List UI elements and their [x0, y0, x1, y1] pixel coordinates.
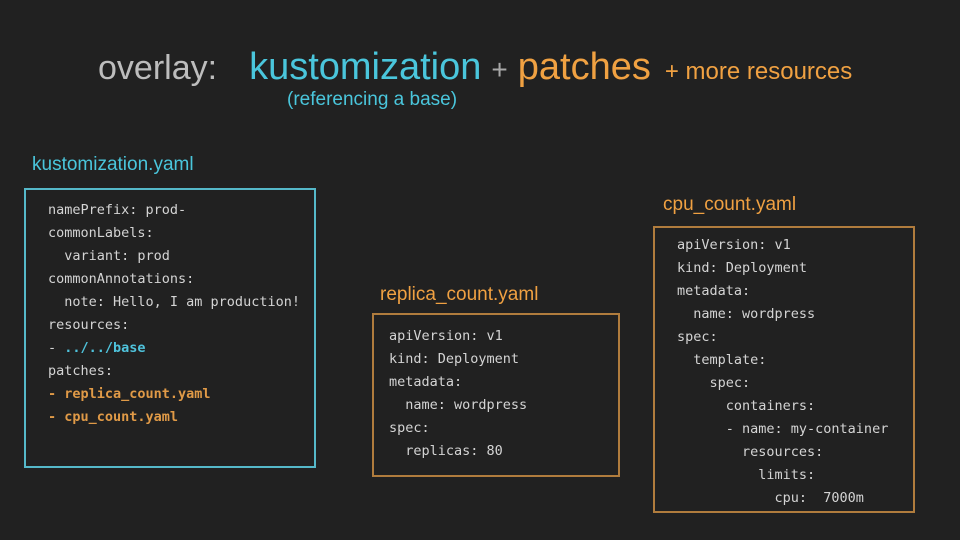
- title-patches-text: patches: [517, 46, 651, 88]
- code-segment: ../../base: [64, 340, 146, 356]
- code-segment: apiVersion: v1: [389, 328, 503, 344]
- code-line: spec:: [389, 417, 618, 440]
- slide-title: overlay: kustomization + patches + more …: [98, 46, 852, 89]
- code-segment: apiVersion: v1: [677, 237, 791, 253]
- label-kustomization-yaml: kustomization.yaml: [32, 154, 194, 175]
- code-segment: resources:: [48, 317, 130, 333]
- code-line: - ../../base: [48, 337, 314, 360]
- code-segment: kind: Deployment: [677, 260, 808, 276]
- code-block-kustomization: namePrefix: prod-commonLabels: variant: …: [26, 190, 314, 429]
- code-segment: spec:: [677, 329, 718, 345]
- code-line: resources:: [677, 441, 913, 464]
- code-line: patches:: [48, 360, 314, 383]
- code-segment: metadata:: [677, 283, 751, 299]
- title-kustomization-text: kustomization: [249, 46, 482, 88]
- code-line: metadata:: [389, 371, 618, 394]
- code-line: resources:: [48, 314, 314, 337]
- code-line: commonAnnotations:: [48, 268, 314, 291]
- code-segment: replicas: 80: [389, 443, 503, 459]
- code-line: note: Hello, I am production!: [48, 291, 314, 314]
- code-segment: name: wordpress: [389, 397, 528, 413]
- code-line: apiVersion: v1: [389, 325, 618, 348]
- code-segment: note: Hello, I am production!: [48, 294, 300, 310]
- code-line: containers:: [677, 395, 913, 418]
- title-more-resources-text: + more resources: [664, 58, 853, 85]
- code-line: kind: Deployment: [677, 257, 913, 280]
- code-line: spec:: [677, 326, 913, 349]
- yaml-box-kustomization: namePrefix: prod-commonLabels: variant: …: [24, 188, 316, 468]
- code-segment: patches:: [48, 363, 114, 379]
- code-segment: - replica_count.yaml: [48, 386, 211, 402]
- code-segment: - cpu_count.yaml: [48, 409, 179, 425]
- code-line: limits:: [677, 464, 913, 487]
- code-line: kind: Deployment: [389, 348, 618, 371]
- code-segment: template:: [677, 352, 767, 368]
- code-segment: limits:: [677, 467, 816, 483]
- code-segment: resources:: [677, 444, 824, 460]
- code-segment: cpu: 7000m: [677, 490, 864, 506]
- code-segment: spec:: [389, 420, 430, 436]
- code-line: name: wordpress: [389, 394, 618, 417]
- code-segment: namePrefix: prod-: [48, 202, 187, 218]
- code-line: spec:: [677, 372, 913, 395]
- code-segment: variant: prod: [48, 248, 170, 264]
- code-line: replicas: 80: [389, 440, 618, 463]
- label-cpu-count-yaml: cpu_count.yaml: [663, 194, 797, 215]
- code-line: apiVersion: v1: [677, 234, 913, 257]
- code-segment: metadata:: [389, 374, 463, 390]
- code-segment: kind: Deployment: [389, 351, 520, 367]
- code-segment: commonAnnotations:: [48, 271, 195, 287]
- code-segment: containers:: [677, 398, 816, 414]
- code-line: name: wordpress: [677, 303, 913, 326]
- code-segment: commonLabels:: [48, 225, 154, 241]
- code-line: commonLabels:: [48, 222, 314, 245]
- code-segment: - name: my-container: [677, 421, 889, 437]
- code-line: - replica_count.yaml: [48, 383, 314, 406]
- code-line: variant: prod: [48, 245, 314, 268]
- code-segment: name: wordpress: [677, 306, 816, 322]
- code-line: - name: my-container: [677, 418, 913, 441]
- title-plus-sign: +: [491, 54, 508, 85]
- code-segment: -: [48, 340, 65, 356]
- code-line: cpu: 7000m: [677, 487, 913, 510]
- label-replica-count-yaml: replica_count.yaml: [380, 284, 539, 305]
- code-line: template:: [677, 349, 913, 372]
- title-subtitle: (referencing a base): [287, 89, 458, 110]
- title-overlay-text: overlay:: [98, 49, 218, 87]
- code-segment: spec:: [677, 375, 751, 391]
- code-line: metadata:: [677, 280, 913, 303]
- code-line: - cpu_count.yaml: [48, 406, 314, 429]
- code-line: namePrefix: prod-: [48, 199, 314, 222]
